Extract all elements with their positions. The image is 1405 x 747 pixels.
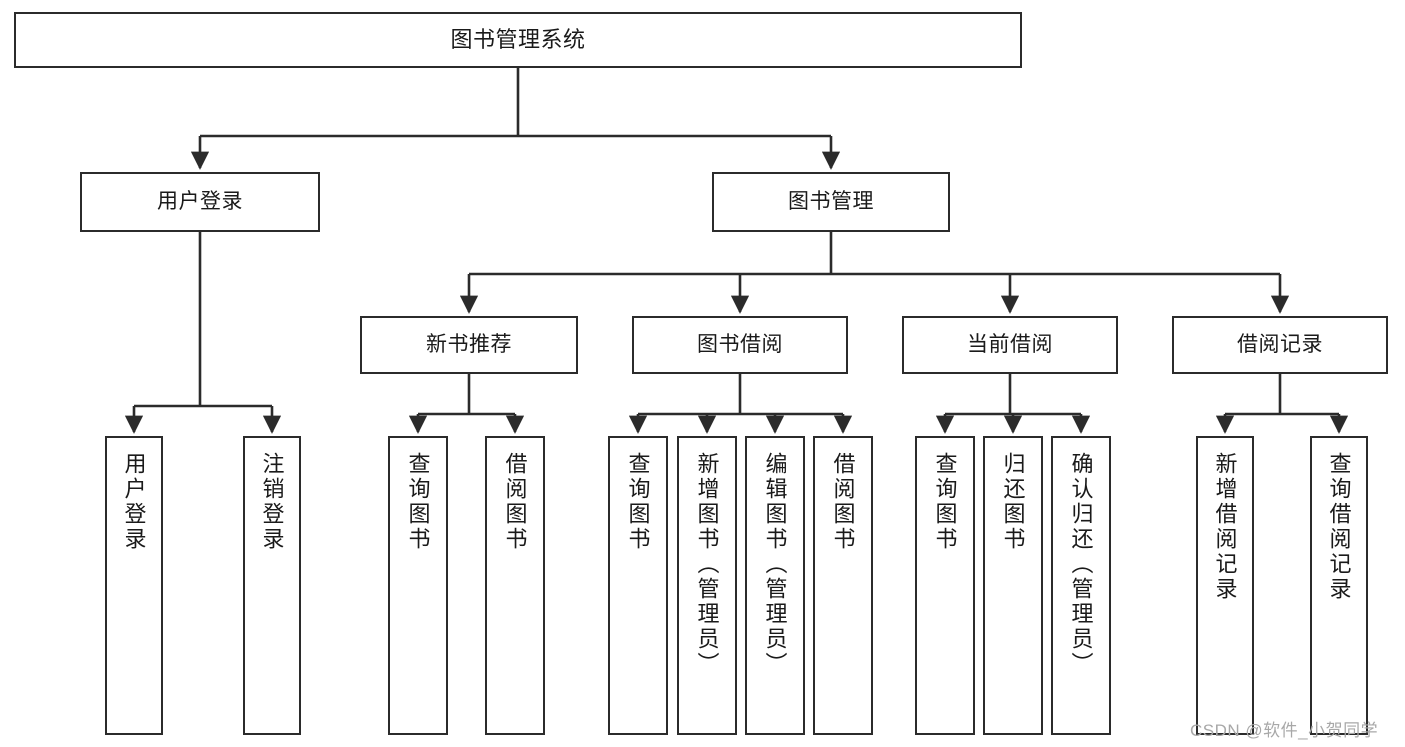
node-label: 归还图书: [1000, 452, 1026, 552]
node-leaf-2[interactable]: 查询图书: [388, 436, 448, 735]
node-label: 用户登录: [157, 189, 243, 213]
node-label: 确认归还（管理员）: [1068, 452, 1094, 677]
node-leaf-1[interactable]: 注销登录: [243, 436, 301, 735]
node-label: 注销登录: [259, 452, 285, 552]
node-leaf-7[interactable]: 借阅图书: [813, 436, 873, 735]
csdn-watermark: CSDN @软件_小贺同学: [1190, 721, 1379, 740]
node-label: 图书借阅: [697, 332, 783, 356]
node-leaf-0[interactable]: 用户登录: [105, 436, 163, 735]
node-label: 图书管理: [788, 189, 874, 213]
node-label: 查询图书: [625, 452, 651, 552]
node-level3-2[interactable]: 当前借阅: [902, 316, 1118, 374]
node-level2-0[interactable]: 用户登录: [80, 172, 320, 232]
node-leaf-3[interactable]: 借阅图书: [485, 436, 545, 735]
node-root-system[interactable]: 图书管理系统: [14, 12, 1022, 68]
node-label: 查询图书: [932, 452, 958, 552]
node-leaf-11[interactable]: 新增借阅记录: [1196, 436, 1254, 735]
node-leaf-9[interactable]: 归还图书: [983, 436, 1043, 735]
node-leaf-10[interactable]: 确认归还（管理员）: [1051, 436, 1111, 735]
node-label: 查询图书: [405, 452, 431, 552]
node-label: 当前借阅: [967, 332, 1053, 356]
node-level3-1[interactable]: 图书借阅: [632, 316, 848, 374]
node-label: 借阅图书: [502, 452, 528, 552]
node-label: 新增图书（管理员）: [694, 452, 720, 677]
node-label: 新书推荐: [426, 332, 512, 356]
node-level2-1[interactable]: 图书管理: [712, 172, 950, 232]
node-label: 借阅图书: [830, 452, 856, 552]
node-level3-0[interactable]: 新书推荐: [360, 316, 578, 374]
node-leaf-6[interactable]: 编辑图书（管理员）: [745, 436, 805, 735]
node-leaf-8[interactable]: 查询图书: [915, 436, 975, 735]
node-label: 编辑图书（管理员）: [762, 452, 788, 677]
node-label: 用户登录: [121, 452, 147, 552]
node-label: 查询借阅记录: [1326, 452, 1352, 602]
node-label: 图书管理系统: [450, 27, 586, 53]
node-label: 借阅记录: [1237, 332, 1323, 356]
node-level3-3[interactable]: 借阅记录: [1172, 316, 1388, 374]
node-leaf-4[interactable]: 查询图书: [608, 436, 668, 735]
node-leaf-5[interactable]: 新增图书（管理员）: [677, 436, 737, 735]
node-label: 新增借阅记录: [1212, 452, 1238, 602]
node-leaf-12[interactable]: 查询借阅记录: [1310, 436, 1368, 735]
